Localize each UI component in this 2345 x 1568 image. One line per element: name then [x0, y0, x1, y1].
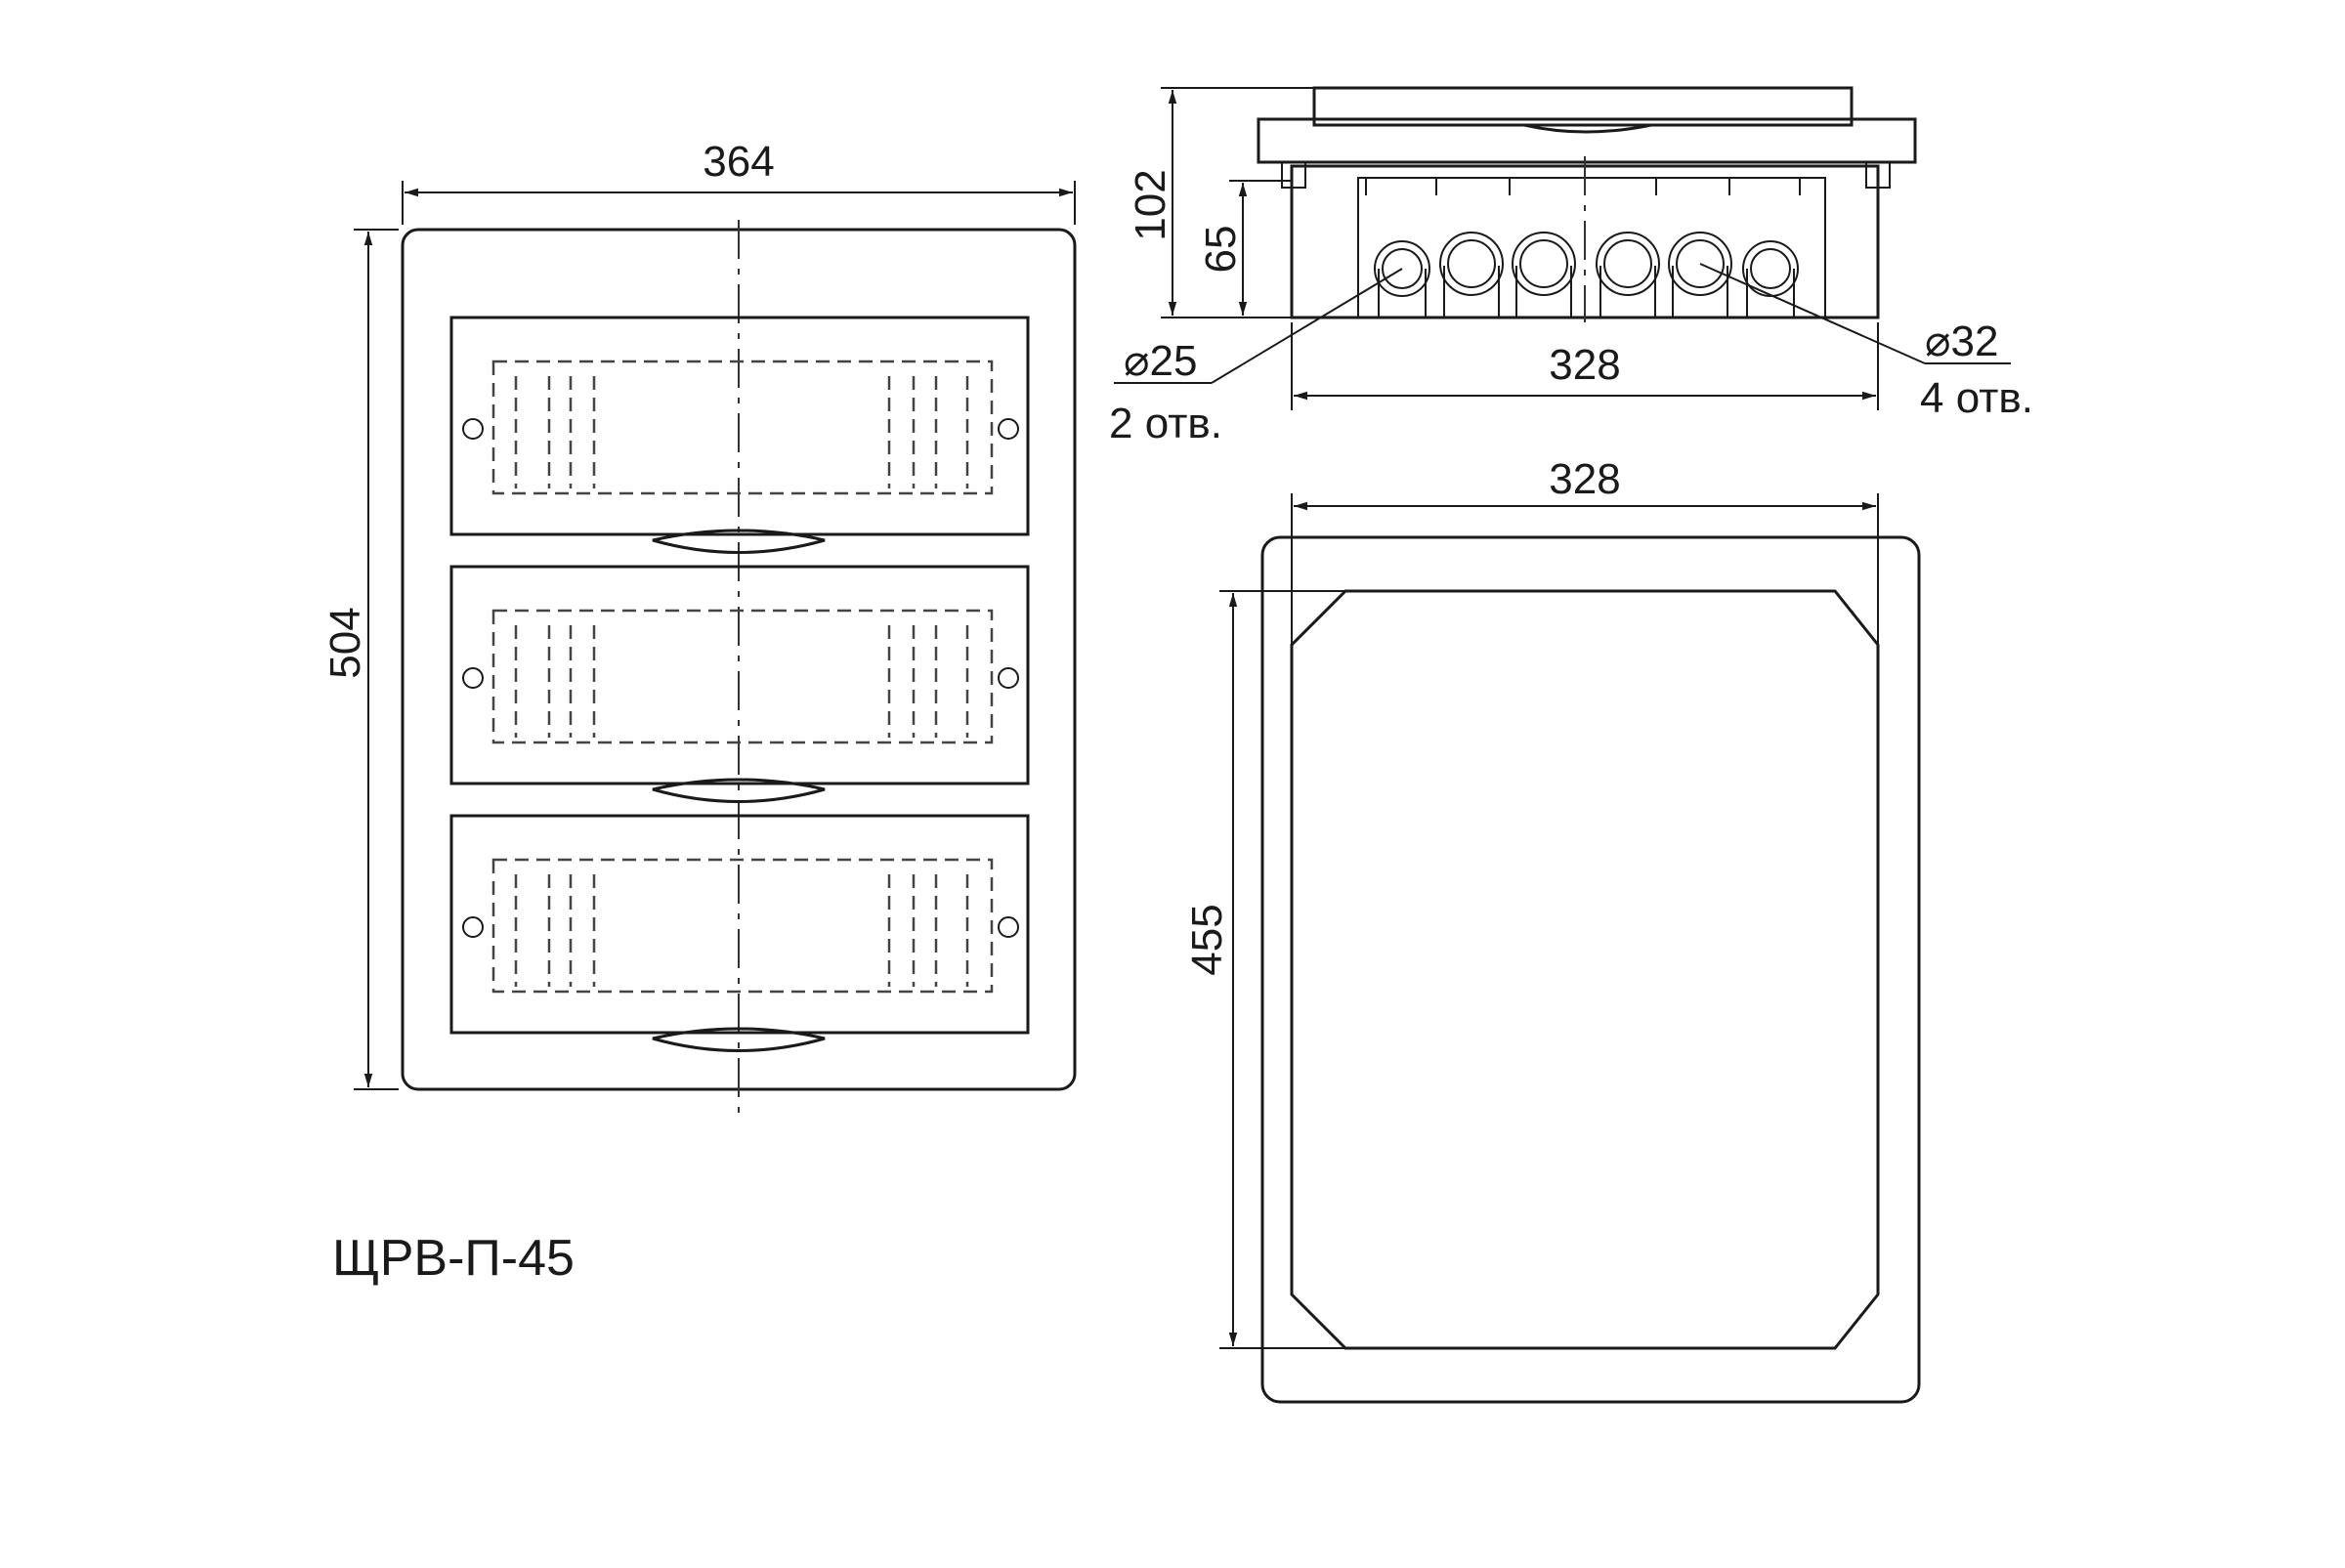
knockout-large-4	[1668, 232, 1732, 318]
screw-icon	[462, 916, 484, 938]
module-row-1	[449, 316, 1030, 554]
knockout-large-2	[1512, 232, 1576, 318]
front-width-label: 364	[703, 138, 774, 186]
door-handle-icon	[652, 529, 826, 554]
door-handle-icon	[652, 778, 826, 803]
knockout-large-3	[1596, 232, 1660, 318]
knockout-small-2	[1742, 240, 1799, 318]
front-view: 364 504	[321, 138, 1077, 1114]
front-height-label: 504	[321, 607, 369, 678]
mounting-cutout	[1290, 589, 1880, 1350]
callout-large-holes: ⌀32 4 отв.	[1699, 263, 2033, 422]
dim-back-width: 328	[1291, 455, 1879, 645]
callout-small-holes: ⌀25 2 отв.	[1109, 268, 1403, 447]
screw-icon	[998, 667, 1019, 689]
large-hole-count: 4 отв.	[1920, 374, 2033, 422]
back-height-label: 455	[1183, 904, 1231, 975]
side-view: 102 65 328 ⌀25 2 отв. ⌀32 4 отв.	[1109, 86, 2033, 447]
large-hole-diameter: ⌀32	[1925, 318, 1998, 365]
model-designation: ЩРВ-П-45	[332, 1230, 575, 1287]
door-panel	[1312, 86, 1854, 127]
dim-front-height: 504	[321, 229, 399, 1090]
back-plate	[1260, 535, 1921, 1404]
knockout-large-1	[1439, 232, 1504, 318]
knockout-small-1	[1374, 240, 1430, 318]
dim-side-width: 328	[1291, 322, 1879, 410]
small-hole-count: 2 отв.	[1109, 400, 1222, 447]
frame	[1257, 117, 1917, 164]
total-depth-label: 102	[1127, 169, 1174, 240]
module-row-3	[449, 814, 1030, 1052]
dim-back-height: 455	[1183, 590, 1345, 1349]
module-row-2	[449, 565, 1030, 803]
dim-total-depth: 102	[1127, 87, 1314, 318]
dim-box-depth: 65	[1197, 180, 1292, 316]
dim-front-width: 364	[402, 138, 1076, 225]
screw-icon	[462, 667, 484, 689]
back-view: 328 455	[1183, 455, 1921, 1404]
door-handle-icon	[652, 1027, 826, 1052]
small-hole-diameter: ⌀25	[1124, 337, 1197, 385]
side-width-label: 328	[1549, 341, 1620, 389]
screw-icon	[998, 418, 1019, 440]
back-width-label: 328	[1549, 455, 1620, 503]
screw-icon	[462, 418, 484, 440]
box-depth-label: 65	[1197, 226, 1245, 274]
screw-icon	[998, 916, 1019, 938]
